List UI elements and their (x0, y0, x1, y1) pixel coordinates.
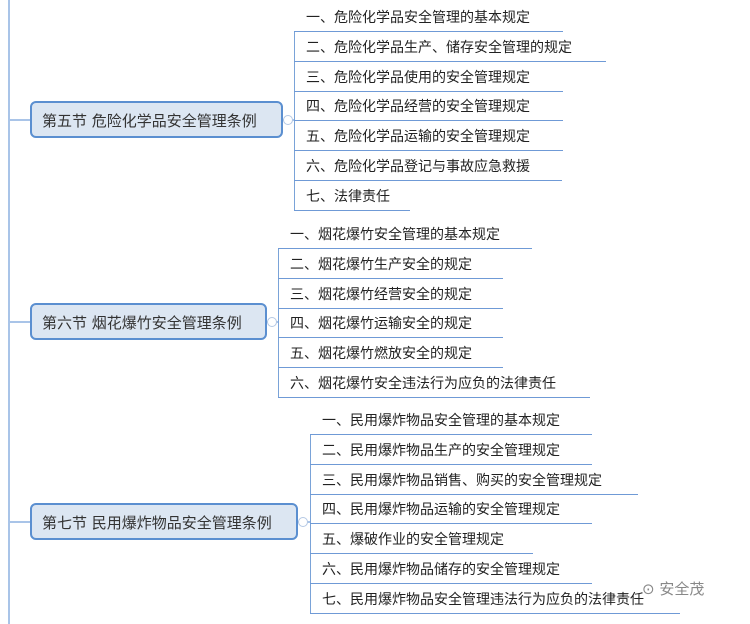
topic-item[interactable]: 四、民用爆炸物品运输的安全管理规定 (310, 495, 592, 525)
topic-item[interactable]: 四、烟花爆竹运输安全的规定 (278, 309, 503, 339)
topic-item[interactable]: 二、民用爆炸物品生产的安全管理规定 (310, 436, 592, 465)
topic-item[interactable]: 二、危险化学品生产、储存安全管理的规定 (294, 33, 606, 62)
topic-item[interactable]: 三、烟花爆竹经营安全的规定 (278, 280, 503, 309)
topic-item[interactable]: 三、民用爆炸物品销售、购买的安全管理规定 (310, 466, 638, 495)
topic-item[interactable]: 六、危险化学品登记与事故应急救援 (294, 152, 562, 181)
section-node[interactable]: 第七节 民用爆炸物品安全管理条例 (30, 503, 298, 540)
topic-item[interactable]: 一、民用爆炸物品安全管理的基本规定 (310, 406, 592, 435)
branch-connector (9, 321, 31, 323)
topic-item[interactable]: 五、爆破作业的安全管理规定 (310, 525, 533, 555)
section-node[interactable]: 第六节 烟花爆竹安全管理条例 (30, 303, 267, 340)
section-node[interactable]: 第五节 危险化学品安全管理条例 (30, 101, 283, 138)
watermark-text: 安全茂 (659, 580, 705, 598)
bracket-line (278, 249, 279, 398)
topic-item[interactable]: 七、民用爆炸物品安全管理违法行为应负的法律责任 (310, 585, 680, 614)
topic-item[interactable]: 七、法律责任 (294, 182, 410, 211)
collapse-toggle[interactable] (267, 317, 277, 327)
branch-connector (9, 521, 31, 523)
topic-item[interactable]: 一、烟花爆竹安全管理的基本规定 (278, 220, 532, 249)
bracket-line (294, 32, 295, 211)
collapse-toggle[interactable] (298, 517, 308, 527)
topic-item[interactable]: 六、烟花爆竹安全违法行为应负的法律责任 (278, 369, 590, 398)
bracket-line (310, 435, 311, 614)
branch-connector (9, 119, 31, 121)
main-branch-line (8, 0, 10, 624)
watermark: ⊙ 安全茂 (642, 580, 705, 598)
topic-item[interactable]: 二、烟花爆竹生产安全的规定 (278, 250, 503, 279)
topic-item[interactable]: 六、民用爆炸物品储存的安全管理规定 (310, 555, 592, 584)
collapse-toggle[interactable] (283, 115, 293, 125)
topic-item[interactable]: 四、危险化学品经营的安全管理规定 (294, 92, 563, 122)
topic-item[interactable]: 五、烟花爆竹燃放安全的规定 (278, 339, 503, 369)
topic-item[interactable]: 三、危险化学品使用的安全管理规定 (294, 63, 563, 92)
topic-item[interactable]: 一、危险化学品安全管理的基本规定 (294, 3, 563, 32)
topic-item[interactable]: 五、危险化学品运输的安全管理规定 (294, 122, 563, 152)
